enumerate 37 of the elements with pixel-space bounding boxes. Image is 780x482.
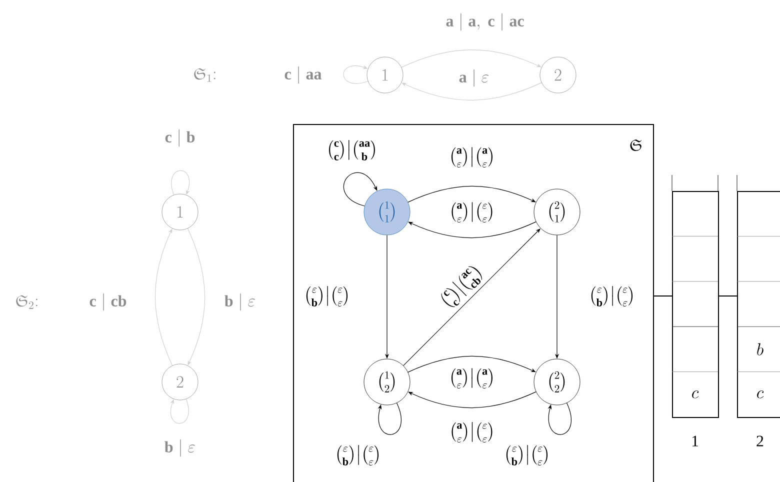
- arrow: [171, 170, 190, 196]
- arrow: [170, 398, 189, 424]
- edge-label: $\mathbf{b}\mid\varepsilon$: [223, 292, 257, 312]
- edge-label: $\binom{\varepsilon}{\mathbf{b}}\big|\binom{\varepsilon}{\varepsilon}$: [334, 444, 382, 466]
- edge-label: $\mathbf{c}\mid\mathbf{aa}$: [283, 65, 323, 85]
- edge-label: $\binom{\mathbf{a}}{\varepsilon}\big|\binom{\mathbf{a}}{\varepsilon}$: [448, 146, 496, 168]
- arrow: [408, 222, 536, 238]
- edge-label: $\binom{\mathbf{c}}{\mathbf{c}}\big|\binom{\mathbf{aa}}{\mathbf{b}}$: [326, 138, 378, 162]
- edge-label: $\binom{\mathbf{a}}{\varepsilon}\big|\binom{\varepsilon}{\varepsilon}$: [448, 420, 496, 444]
- edge-label: $\binom{\varepsilon}{\mathbf{b}}\big|\binom{\varepsilon}{\varepsilon}$: [588, 284, 636, 308]
- arrow: [408, 186, 536, 202]
- automaton-name: $\mathfrak{S}_1{:}$: [194, 68, 216, 82]
- automaton-name: $\mathfrak{S}_2{:}$: [16, 295, 38, 309]
- arrow: [401, 50, 542, 68]
- stack: $c$: [672, 174, 719, 418]
- edge-label: $\binom{\mathbf{a}}{\varepsilon}\big|\binom{\mathbf{a}}{\varepsilon}$: [448, 366, 496, 390]
- edge-label: $\mathbf{b}\mid\varepsilon$: [163, 438, 197, 458]
- edge-label: $\binom{\mathbf{c}}{\mathbf{c}}\big|\binom{\mathbf{ac}}{\mathbf{cb}}$: [441, 266, 482, 307]
- arrow: [154, 228, 173, 366]
- arrow: [187, 228, 206, 366]
- stack-number: 1: [692, 436, 698, 446]
- arrow: [343, 65, 368, 84]
- arrow: [402, 82, 542, 100]
- arrow: [408, 356, 536, 372]
- arrow: [343, 172, 378, 206]
- edge-label: $\binom{\varepsilon}{\mathbf{b}}\big|\binom{\varepsilon}{\varepsilon}$: [303, 284, 351, 308]
- edge-label: $\mathbf{a}\mid\mathbf{a},\ \mathbf{c}\mid\mathbf{ac}$: [444, 12, 526, 32]
- arrow: [378, 402, 402, 435]
- stack-number: 2: [756, 436, 764, 446]
- edge-label: $\mathbf{a}\mid\varepsilon$: [458, 68, 490, 88]
- edge-label: $\binom{\varepsilon}{\mathbf{b}}\big|\binom{\varepsilon}{\varepsilon}$: [503, 444, 551, 466]
- edge-label: $\mathbf{c}\mid\mathbf{b}$: [164, 128, 196, 148]
- arrow: [408, 392, 536, 408]
- arrow: [548, 402, 572, 435]
- stack: $b$ $c$: [736, 174, 780, 418]
- edge-label: $\mathbf{c}\mid\mathbf{cb}$: [88, 292, 128, 312]
- edge-label: $\binom{\mathbf{a}}{\varepsilon}\big|\binom{\varepsilon}{\varepsilon}$: [448, 200, 496, 224]
